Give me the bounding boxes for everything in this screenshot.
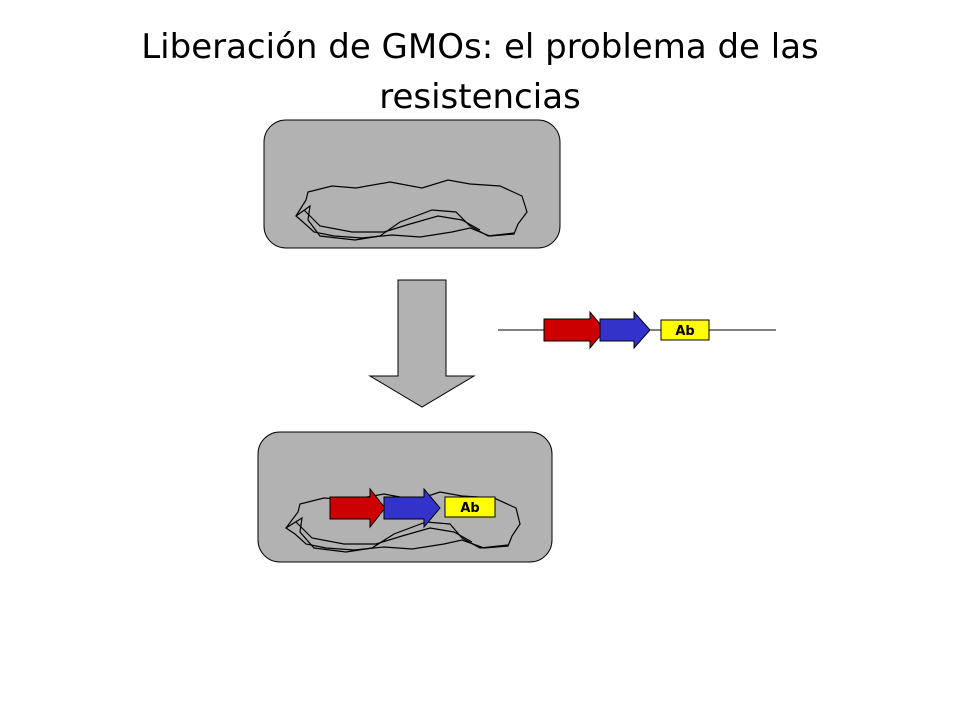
inserted-gene-arrow: [383, 487, 441, 529]
slide-title: Liberación de GMOs: el problema de las r…: [141, 27, 819, 117]
original-cell-body: [263, 119, 561, 249]
resistance-marker-box: [660, 319, 710, 341]
transformed-cell: Ab: [257, 431, 553, 563]
gene-arrow: [599, 310, 651, 350]
promoter-arrow: [543, 310, 606, 350]
inserted-resistance-marker-label: Ab: [460, 501, 479, 516]
original-cell: [263, 119, 561, 249]
free-gene-construct: Ab: [498, 310, 776, 350]
transfer-arrow: [368, 279, 476, 408]
inserted-promoter-arrow: [329, 487, 386, 529]
original-chromosome: [295, 179, 528, 241]
inserted-resistance-marker-box: [444, 496, 496, 518]
resistance-marker-label: Ab: [675, 324, 694, 339]
